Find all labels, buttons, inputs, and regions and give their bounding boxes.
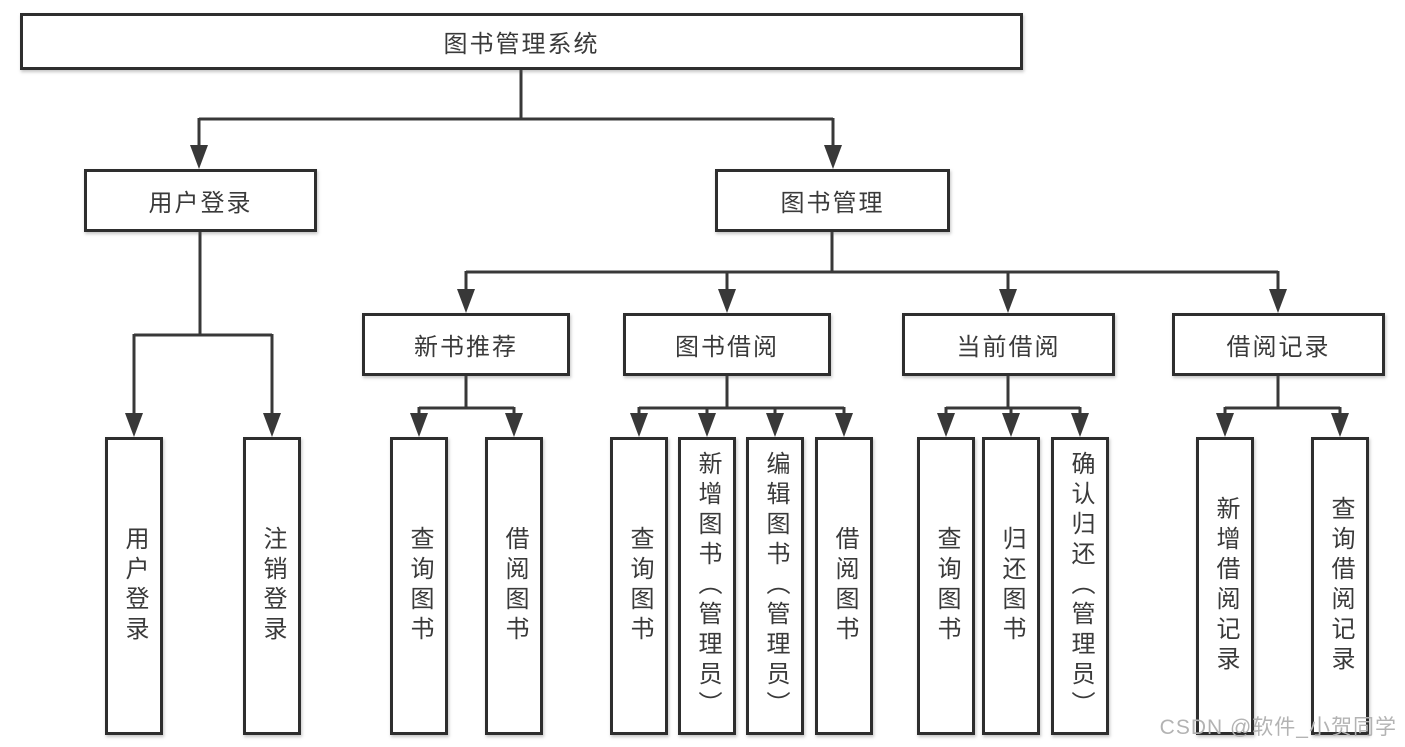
node-label: 图书管理系统: [443, 31, 600, 58]
leaf-add-books-admin: 新增图书（管理员）: [678, 437, 736, 735]
node-book-borrowing: 图书借阅: [623, 313, 831, 376]
node-label: 查询图书: [933, 526, 960, 646]
node-label: 当前借阅: [956, 334, 1061, 361]
node-new-book-recommend: 新书推荐: [362, 313, 570, 376]
node-label: 用户登录: [121, 526, 148, 646]
leaf-query-books-recommend: 查询图书: [390, 437, 448, 735]
node-label: 用户登录: [148, 190, 253, 217]
node-borrowing-records: 借阅记录: [1172, 313, 1385, 376]
node-label: 新书推荐: [414, 334, 518, 361]
node-label: 编辑图书（管理员）: [762, 451, 789, 721]
leaf-query-books-borrowing: 查询图书: [610, 437, 668, 735]
node-label: 图书借阅: [675, 334, 779, 361]
leaf-confirm-return-admin: 确认归还（管理员）: [1051, 437, 1109, 735]
leaf-return-books: 归还图书: [982, 437, 1040, 735]
node-label: 查询图书: [406, 526, 433, 646]
node-current-borrowing: 当前借阅: [902, 313, 1115, 376]
csdn-watermark: CSDN @软件_小贺同学: [1159, 716, 1397, 739]
node-label: 新增图书（管理员）: [694, 451, 721, 721]
node-user-login: 用户登录: [84, 169, 317, 232]
leaf-add-borrow-record: 新增借阅记录: [1196, 437, 1254, 735]
node-label: 确认归还（管理员）: [1067, 451, 1094, 721]
leaf-edit-books-admin: 编辑图书（管理员）: [746, 437, 804, 735]
node-book-management: 图书管理: [715, 169, 950, 232]
node-label: 借阅记录: [1226, 334, 1331, 361]
leaf-user-login: 用户登录: [105, 437, 163, 735]
node-label: 查询图书: [626, 526, 653, 646]
node-label: 查询借阅记录: [1327, 496, 1354, 676]
node-label: 借阅图书: [831, 526, 858, 646]
node-label: 借阅图书: [501, 526, 528, 646]
leaf-borrow-books-recommend: 借阅图书: [485, 437, 543, 735]
node-label: 图书管理: [780, 190, 885, 217]
leaf-query-borrow-record: 查询借阅记录: [1311, 437, 1369, 735]
node-label: 归还图书: [998, 526, 1025, 646]
leaf-query-books-current: 查询图书: [917, 437, 975, 735]
arrowheads: [125, 145, 1349, 437]
leaf-borrow-books: 借阅图书: [815, 437, 873, 735]
node-label: 注销登录: [259, 526, 286, 646]
node-system-root: 图书管理系统: [20, 13, 1023, 70]
node-label: 新增借阅记录: [1212, 496, 1239, 676]
leaf-logout-login: 注销登录: [243, 437, 301, 735]
